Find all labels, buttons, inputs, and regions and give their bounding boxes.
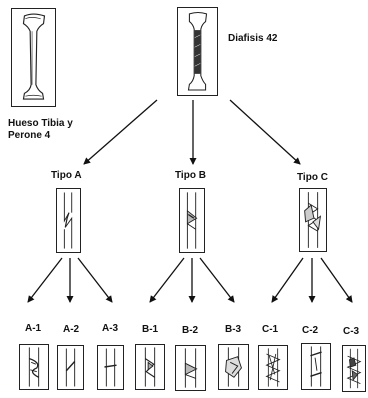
complex-spiral-fracture-icon [259,346,287,389]
complex-fracture-icon [300,189,326,251]
type-c-box [299,188,327,252]
subtype-label-b2: B-2 [182,325,198,336]
bending-wedge-fracture-icon [176,346,205,390]
arrow-type-a-to-a3 [78,258,112,302]
subtype-box-b2 [175,345,206,391]
spiral-fracture-icon [20,345,48,389]
subtype-label-a2: A-2 [63,324,79,335]
subtype-box-a2 [57,345,84,390]
diaphysis-bone-icon [178,8,217,95]
type-a-label: Tipo A [51,170,82,181]
subtype-label-a1: A-1 [25,323,41,334]
type-c-label: Tipo C [297,172,328,183]
oblique-fracture-icon [58,346,83,389]
fragmented-wedge-fracture-icon [219,345,248,389]
subtype-box-c2 [301,343,331,390]
subtype-label-c3: C-3 [343,326,359,337]
legend-label-line-1: Hueso Tibia y [8,118,73,129]
wedge-fracture-icon [180,189,204,252]
spiral-wedge-fracture-icon [136,345,164,389]
subtype-box-c3 [342,345,366,392]
root-label: Diafisis 42 [228,33,277,44]
diaphysis-box [177,7,218,96]
subtype-box-b1 [135,344,165,390]
subtype-label-a3: A-3 [102,323,118,334]
type-a-box [56,188,81,253]
subtype-box-c1 [258,345,288,390]
arrow-type-b-to-b3 [200,258,234,302]
arrow-root-to-type-c [230,100,300,164]
type-b-label: Tipo B [175,170,206,181]
tibia-bone-icon [12,9,55,106]
type-b-box [179,188,205,253]
arrow-root-to-type-a [84,100,157,164]
arrow-type-b-to-b1 [150,258,184,302]
subtype-box-b3 [218,344,249,390]
subtype-label-b3: B-3 [225,324,241,335]
transverse-fracture-icon [98,346,123,389]
irregular-comminuted-fracture-icon [343,346,365,391]
subtype-box-a3 [97,345,124,390]
subtype-label-c1: C-1 [262,324,278,335]
subtype-label-c2: C-2 [302,325,318,336]
simple-fracture-icon [57,189,80,252]
subtype-label-b1: B-1 [142,324,158,335]
arrow-type-a-to-a1 [28,258,62,302]
arrow-type-c-to-c3 [321,258,352,302]
subtype-box-a1 [19,344,49,390]
arrow-type-c-to-c1 [272,258,303,302]
legend-bone-box [11,8,56,107]
legend-label-line-2: Perone 4 [8,130,50,141]
segmental-fracture-icon [302,344,330,389]
